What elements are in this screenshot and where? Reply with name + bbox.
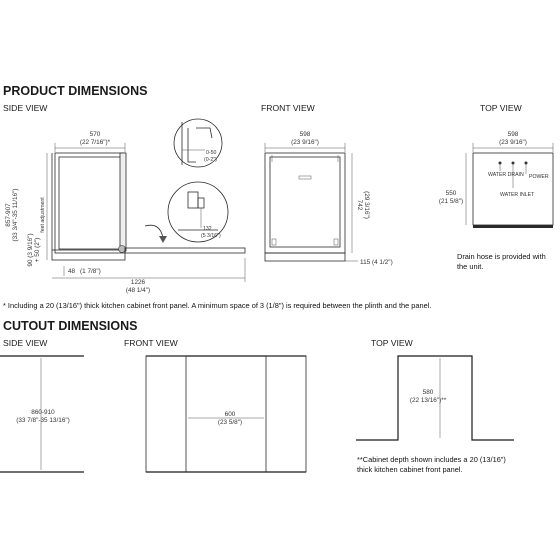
side-depth-inch: (22 7/16")* bbox=[80, 139, 111, 146]
cutout-depth-inch: (22 13/16")** bbox=[410, 397, 447, 404]
side-feet-adjustment: feet adjustment bbox=[40, 197, 46, 233]
front-plinth-value: 115 (4 1/2") bbox=[360, 259, 393, 266]
water-inlet-label: WATER INLET bbox=[500, 192, 535, 198]
side-toe-inch: (1 7/8") bbox=[80, 268, 101, 275]
detail-bottom-value: 132 bbox=[203, 226, 212, 232]
product-front-view-drawing: 598 (23 9/16") 742 (29 3/16") 115 (4 1/2… bbox=[264, 131, 393, 266]
side-open-value: 1226 bbox=[131, 279, 146, 286]
detail-bottom-inch: (5 3/16") bbox=[201, 233, 221, 239]
side-depth-value: 570 bbox=[90, 131, 101, 138]
water-drain-label: WATER DRAIN bbox=[488, 172, 524, 178]
cutout-front-view-drawing: 600 (23 5/8") bbox=[145, 355, 307, 473]
cutout-width-inch: (23 5/8") bbox=[218, 419, 242, 426]
detail-top-inch: (0-2") bbox=[204, 157, 217, 163]
detail-circle-bottom: 132 (5 3/16") bbox=[167, 181, 229, 243]
product-footnote: * Including a 20 (13/16") thick kitchen … bbox=[3, 301, 431, 310]
cutout-top-view-label: TOP VIEW bbox=[371, 338, 414, 348]
detail-circle-top: 0-50 (0-2") bbox=[173, 118, 223, 168]
top-width-value: 598 bbox=[508, 131, 519, 138]
cutout-top-view-drawing: 580 (22 13/16")** bbox=[356, 355, 514, 441]
front-height-inch: (29 3/16") bbox=[363, 191, 370, 219]
cutout-dimensions-title: CUTOUT DIMENSIONS bbox=[3, 319, 138, 333]
cutout-width-value: 600 bbox=[225, 411, 236, 418]
product-top-view-label: TOP VIEW bbox=[480, 103, 523, 113]
side-height-value: 857-907 bbox=[5, 203, 12, 227]
front-width-value: 598 bbox=[300, 131, 311, 138]
product-side-view-drawing: 570 (22 7/16")* 857-907 (33 3/4"-35 11/1… bbox=[5, 131, 246, 294]
top-depth-inch: (21 5/8") bbox=[439, 198, 463, 205]
cutout-side-view-drawing: 860-910 (33 7/8"-35 13/16") bbox=[0, 355, 84, 473]
cutout-height-value: 860-910 bbox=[31, 409, 55, 416]
side-plinth-adjust: + 50 (2") bbox=[34, 238, 41, 262]
power-label: POWER bbox=[529, 174, 549, 180]
drain-hose-note: Drain hose is provided with the unit. bbox=[457, 252, 546, 271]
cutout-depth-value: 580 bbox=[423, 389, 434, 396]
cabinet-depth-note: **Cabinet depth shown includes a 20 (13/… bbox=[357, 455, 506, 474]
top-depth-value: 550 bbox=[446, 190, 457, 197]
cutout-front-view-label: FRONT VIEW bbox=[124, 338, 179, 348]
product-dimensions-title: PRODUCT DIMENSIONS bbox=[3, 84, 147, 98]
front-width-inch: (23 9/16") bbox=[291, 139, 319, 146]
product-top-view-drawing: 598 (23 9/16") WATER DRAIN WATER INLET P… bbox=[439, 131, 554, 228]
side-open-inch: (48 1/4") bbox=[126, 287, 150, 294]
side-toe-value: 48 bbox=[68, 268, 76, 275]
product-side-view-label: SIDE VIEW bbox=[3, 103, 48, 113]
cutout-side-view-label: SIDE VIEW bbox=[3, 338, 48, 348]
detail-top-value: 0-50 bbox=[206, 150, 216, 156]
cutout-height-inch: (33 7/8"-35 13/16") bbox=[16, 417, 70, 424]
front-height-value: 742 bbox=[356, 200, 363, 211]
side-plinth-value: 90 (3 9/16") bbox=[27, 233, 34, 266]
side-height-inch: (33 3/4"-35 11/16") bbox=[12, 188, 19, 241]
product-front-view-label: FRONT VIEW bbox=[261, 103, 316, 113]
top-width-inch: (23 9/16") bbox=[499, 139, 527, 146]
